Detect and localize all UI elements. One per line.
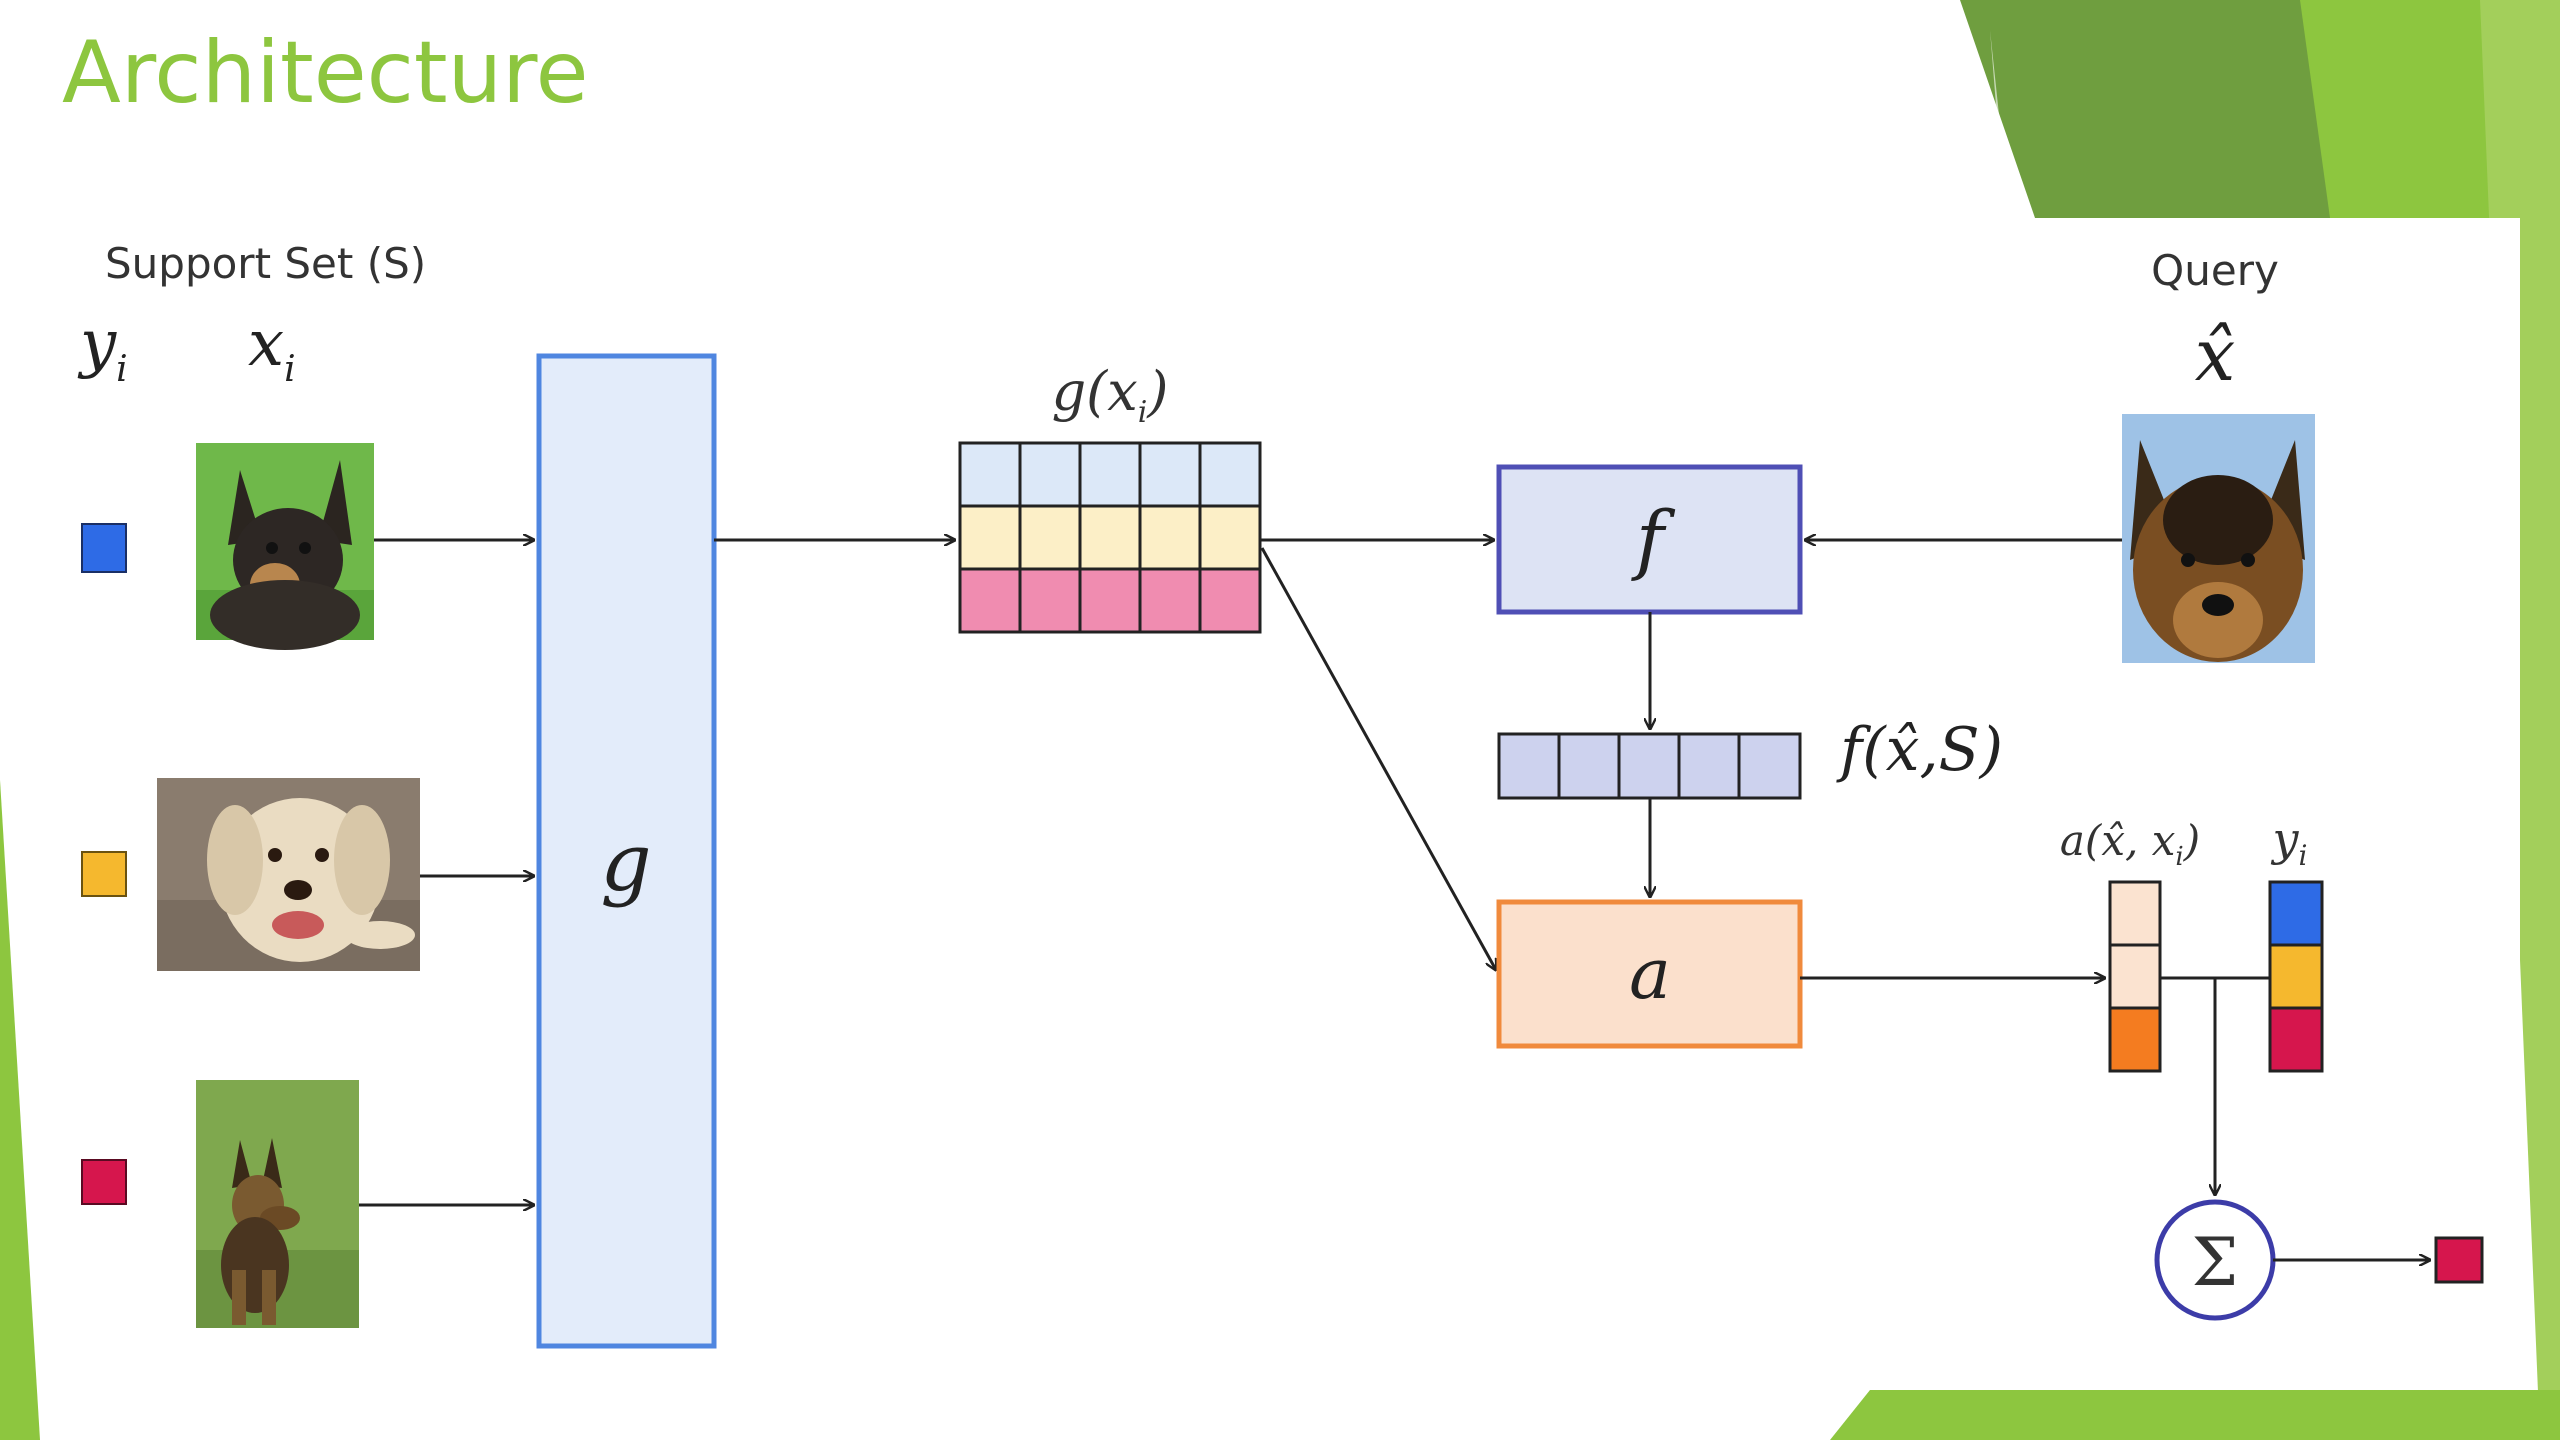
g-label: g bbox=[600, 816, 651, 909]
query-image bbox=[2122, 414, 2315, 663]
output-label-swatch bbox=[2434, 1236, 2484, 1284]
attention-label: a(x̂, xi) bbox=[2060, 816, 2200, 872]
g-embedding-block bbox=[536, 353, 717, 1349]
f-embedding-block bbox=[1496, 464, 1803, 615]
yi-header: yi bbox=[77, 307, 128, 390]
fxs-vector bbox=[1497, 732, 1802, 800]
slide-title: Architecture bbox=[62, 23, 589, 123]
diagram-panel bbox=[42, 218, 2520, 1390]
support-image-3 bbox=[196, 1080, 359, 1328]
sum-symbol: Σ bbox=[2192, 1224, 2239, 1301]
gx-label: g(xi) bbox=[1052, 360, 1169, 430]
yi-label: yi bbox=[2271, 812, 2308, 872]
support-set-label: Support Set (S) bbox=[105, 239, 426, 288]
attention-vector bbox=[2108, 880, 2162, 1073]
query-symbol: x̂ bbox=[2195, 313, 2236, 397]
support-image-1 bbox=[196, 443, 374, 650]
label-swatch-blue bbox=[81, 523, 127, 573]
support-image-2 bbox=[157, 778, 420, 971]
a-label: a bbox=[1629, 933, 1671, 1015]
label-swatch-yellow bbox=[81, 851, 127, 897]
arrow-table-to-a bbox=[1260, 547, 1496, 970]
fxs-label: f(x̂,S) bbox=[1836, 715, 2003, 785]
a-attention-block bbox=[1496, 899, 1803, 1049]
embedding-table bbox=[958, 441, 1262, 634]
label-swatch-red bbox=[81, 1159, 127, 1205]
query-label: Query bbox=[2151, 246, 2279, 295]
xi-header: xi bbox=[248, 307, 296, 390]
yi-vector bbox=[2268, 880, 2324, 1073]
